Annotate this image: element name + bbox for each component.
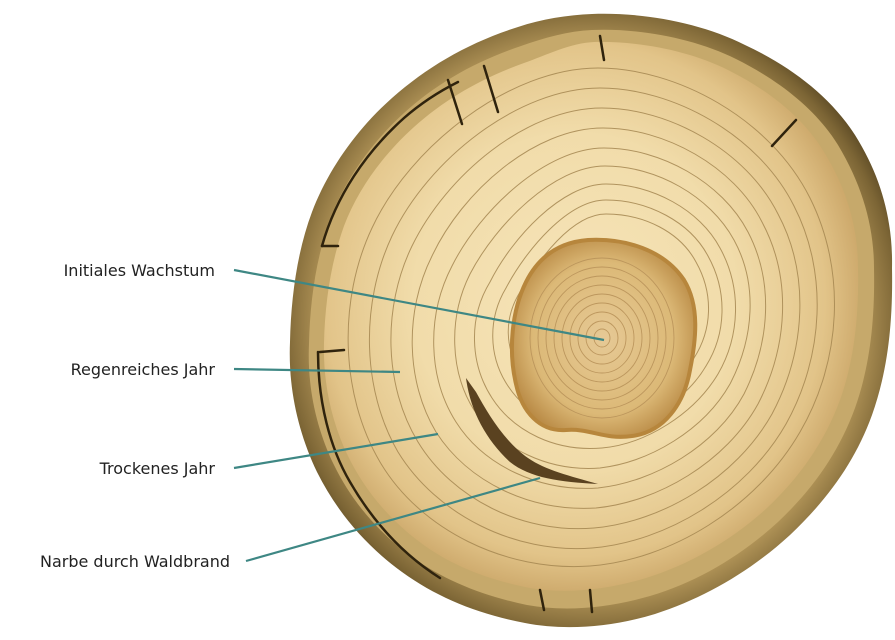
label-initial-growth: Initiales Wachstum [64,261,215,280]
label-rainy-year: Regenreiches Jahr [71,360,216,379]
label-dry-year: Trockenes Jahr [99,459,216,478]
label-fire-scar: Narbe durch Waldbrand [40,552,230,571]
heartwood [512,240,695,437]
